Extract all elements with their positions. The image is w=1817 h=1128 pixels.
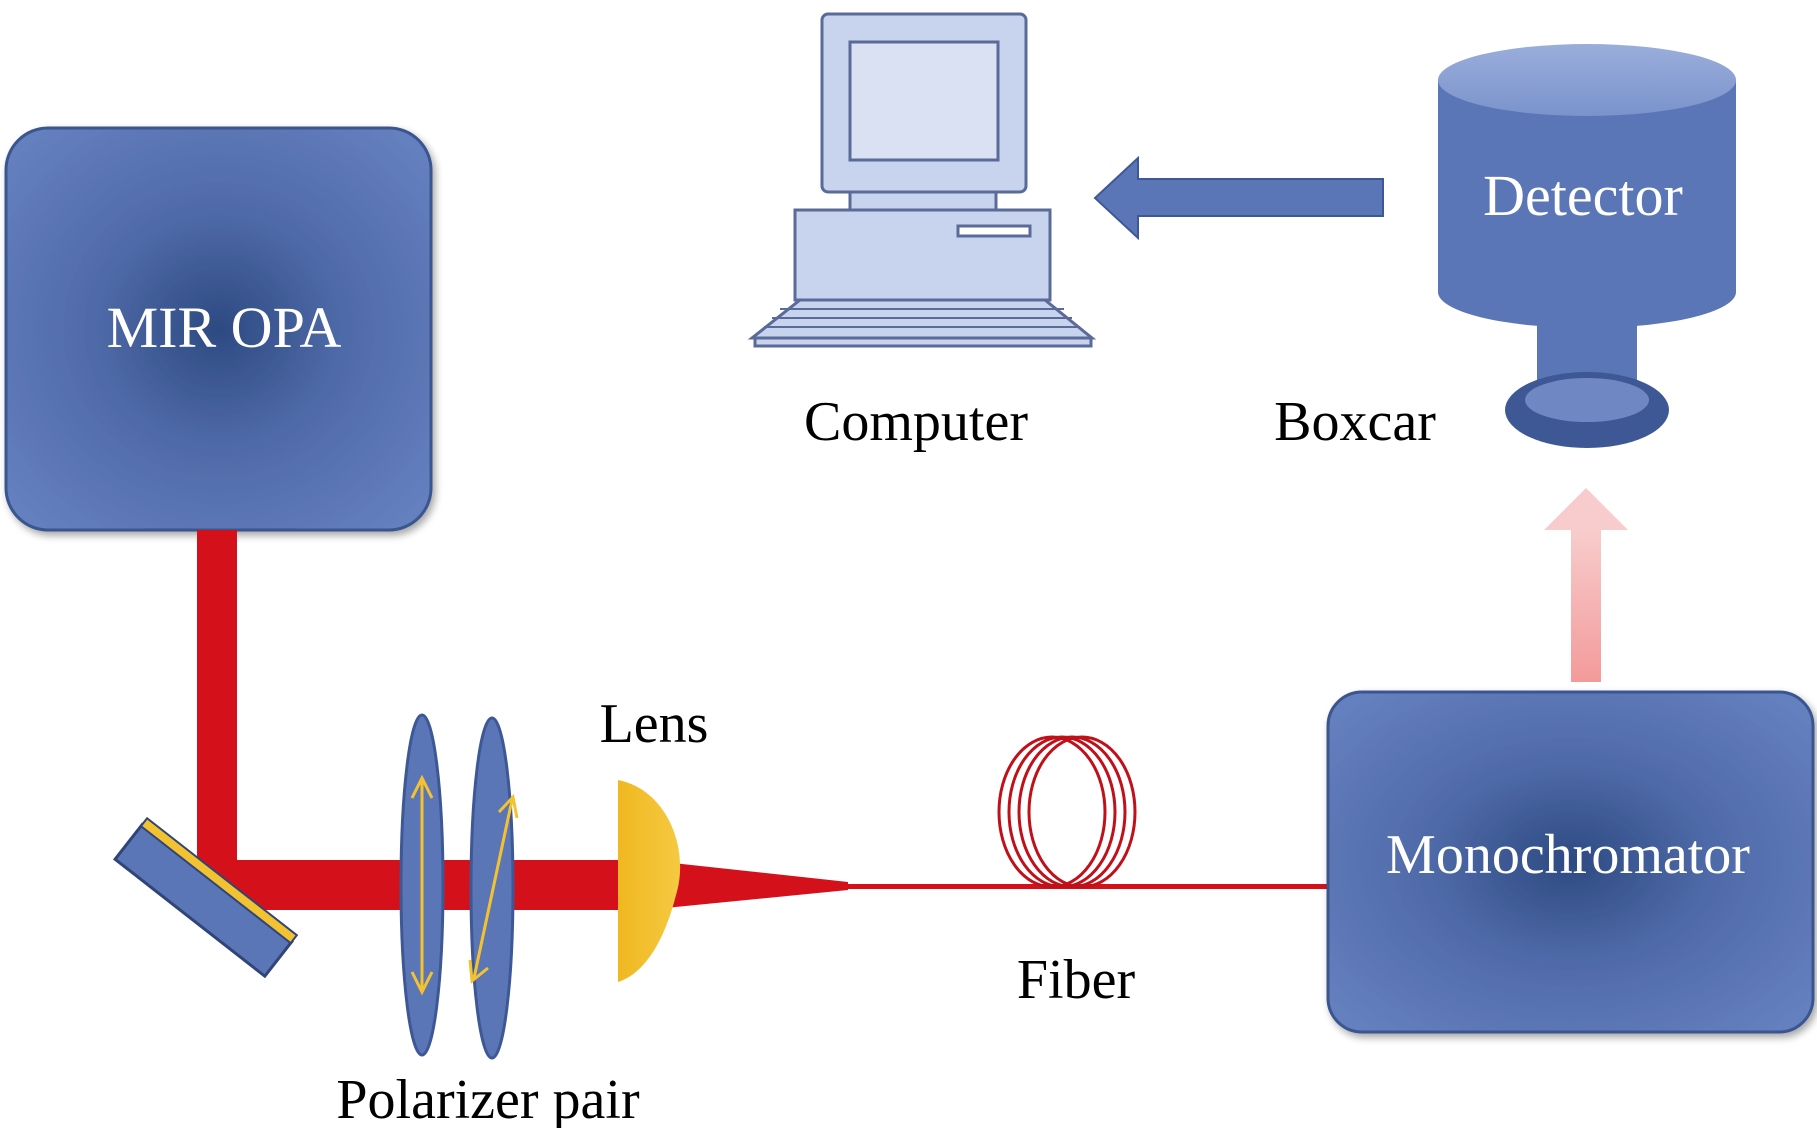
monochromator-label: Monochromator — [1386, 824, 1750, 886]
detector-icon: Detector — [1438, 44, 1736, 448]
beam-focus-cone — [645, 860, 848, 910]
lens-icon — [618, 780, 681, 982]
lens-label: Lens — [600, 693, 709, 755]
laser-beam — [197, 530, 1328, 910]
signal-arrow-up — [1544, 488, 1628, 682]
data-arrow-left — [1093, 155, 1384, 241]
mir-opa-box: MIR OPA — [4, 126, 433, 532]
polarizer-2 — [468, 716, 519, 1060]
mirror-icon — [112, 816, 299, 979]
computer-icon — [747, 12, 1097, 348]
monochromator-box: Monochromator — [1326, 690, 1815, 1034]
fiber-coil-icon — [997, 735, 1137, 889]
fiber-label: Fiber — [1017, 949, 1136, 1011]
polarizer-1 — [399, 713, 445, 1057]
beam-vertical-segment — [197, 530, 237, 870]
polarizer-pair-label: Polarizer pair — [336, 1069, 640, 1128]
polarizer-pair — [399, 713, 519, 1060]
boxcar-label: Boxcar — [1274, 391, 1436, 453]
mir-opa-label: MIR OPA — [107, 295, 342, 360]
detector-label: Detector — [1483, 163, 1683, 228]
computer-label: Computer — [804, 391, 1028, 453]
